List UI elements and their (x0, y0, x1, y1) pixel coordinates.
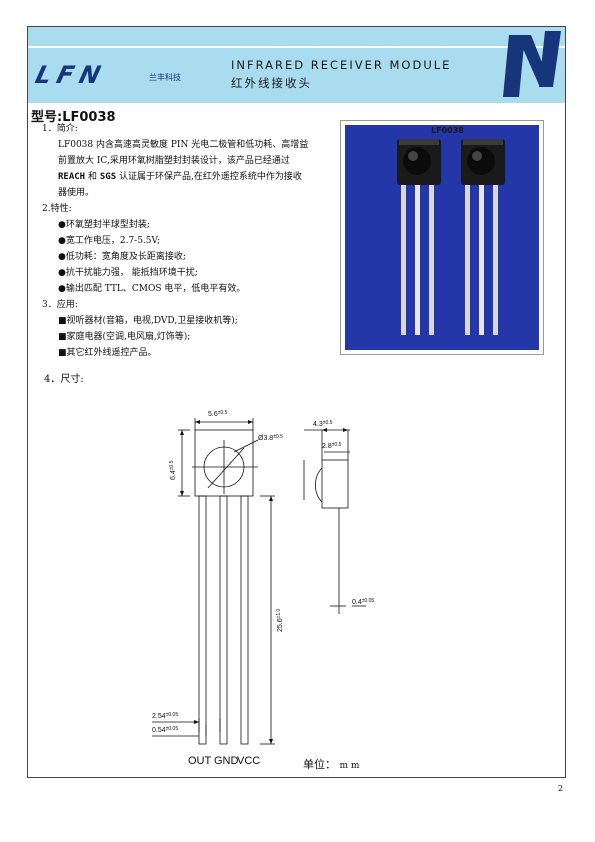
apps-heading: 3．应用: (42, 300, 78, 310)
depth-dim-label: 4.3±0.5 (313, 420, 333, 428)
page-frame (27, 26, 566, 778)
receiver-right-icon (461, 139, 505, 335)
header-rule (28, 46, 565, 48)
photo-background (345, 125, 539, 350)
page-number: 2 (558, 784, 564, 793)
intro-line-1: LF0038 内含高速高灵敏度 PIN 光电二极管和低功耗、高增益 (58, 140, 309, 150)
intro-line-3-text: 认证属于环保产品,在红外遥控系统中作为接收 (119, 172, 302, 182)
product-photo: LF0038 (340, 120, 544, 355)
pin-vcc-label: VCC (237, 755, 260, 767)
header-band: LFN 兰丰科技 INFRARED RECEIVER MODULE 红外线接收头 (28, 27, 565, 103)
app-item: ■其它红外线遥控产品。 (58, 348, 157, 358)
module-title-cn: 红外线接收头 (231, 76, 312, 90)
intro-line-2: 前置放大 IC,采用环氧树脂塑封封装设计，该产品已经通过 (58, 156, 290, 166)
app-item: ■视听器材(音箱，电视,DVD,卫星接收机等); (58, 316, 238, 326)
company-logo: LFN (32, 61, 110, 89)
unit-caption: 单位： m m (303, 756, 359, 772)
unit-value: m m (339, 761, 360, 771)
feature-item: ●输出匹配 TTL、CMOS 电平，低电平有效。 (58, 284, 246, 294)
intro-heading: 1．简介: (42, 124, 78, 134)
brand-n-icon (503, 31, 561, 97)
receiver-pair-image (397, 139, 505, 335)
dimension-drawing: 5.6±0.5 6.4±0.5 Ø3.8±0.5 25.6±1.0 2.54±0… (152, 410, 374, 767)
reach-label: REACH (58, 172, 86, 182)
pin-gnd-label: GND (214, 755, 239, 767)
pin-width-dim-label: 0.54±0.05 (152, 726, 178, 734)
feature-item: ●低功耗：宽角度及长距离接收; (58, 252, 186, 262)
intro-and: 和 (87, 172, 97, 182)
intro-line-4: 器使用。 (58, 188, 95, 198)
company-name-cn: 兰丰科技 (149, 73, 181, 82)
lead-length-dim-label: 25.6±1.0 (276, 608, 284, 632)
sgs-label: SGS (99, 172, 117, 182)
model-title: 型号:LF0038 (31, 110, 116, 125)
feature-item: ●宽工作电压，2.7-5.5V; (58, 236, 161, 246)
feature-item: ●环氧塑封半球型封装; (58, 220, 150, 230)
width-dim-label: 5.6±0.5 (208, 410, 228, 418)
height-dim-label: 6.4±0.5 (169, 460, 177, 480)
pin-out-label: OUT (188, 755, 212, 767)
photo-label: LF0038 (431, 126, 464, 135)
lead-thickness-dim-label: 0.4±0.05 (352, 598, 374, 606)
lens-dim-label: Ø3.8±0.5 (258, 434, 283, 442)
pitch-dim-label: 2.54±0.05 (152, 712, 178, 720)
intro-line-3: REACH 和 SGS 认证属于环保产品,在红外遥控系统中作为接收 (58, 169, 302, 185)
dome-dim-label: 2.8±0.5 (322, 442, 342, 450)
unit-label: 单位： (303, 758, 336, 771)
module-title-en: INFRARED RECEIVER MODULE (231, 58, 452, 72)
dims-heading: 4．尺寸: (44, 374, 84, 385)
features-heading: 2.特性: (42, 204, 72, 214)
feature-item: ●抗干扰能力强， 能抵挡环境干扰; (58, 268, 198, 278)
app-item: ■家庭电器(空调,电风扇,灯饰等); (58, 332, 191, 342)
receiver-left-icon (397, 139, 441, 335)
